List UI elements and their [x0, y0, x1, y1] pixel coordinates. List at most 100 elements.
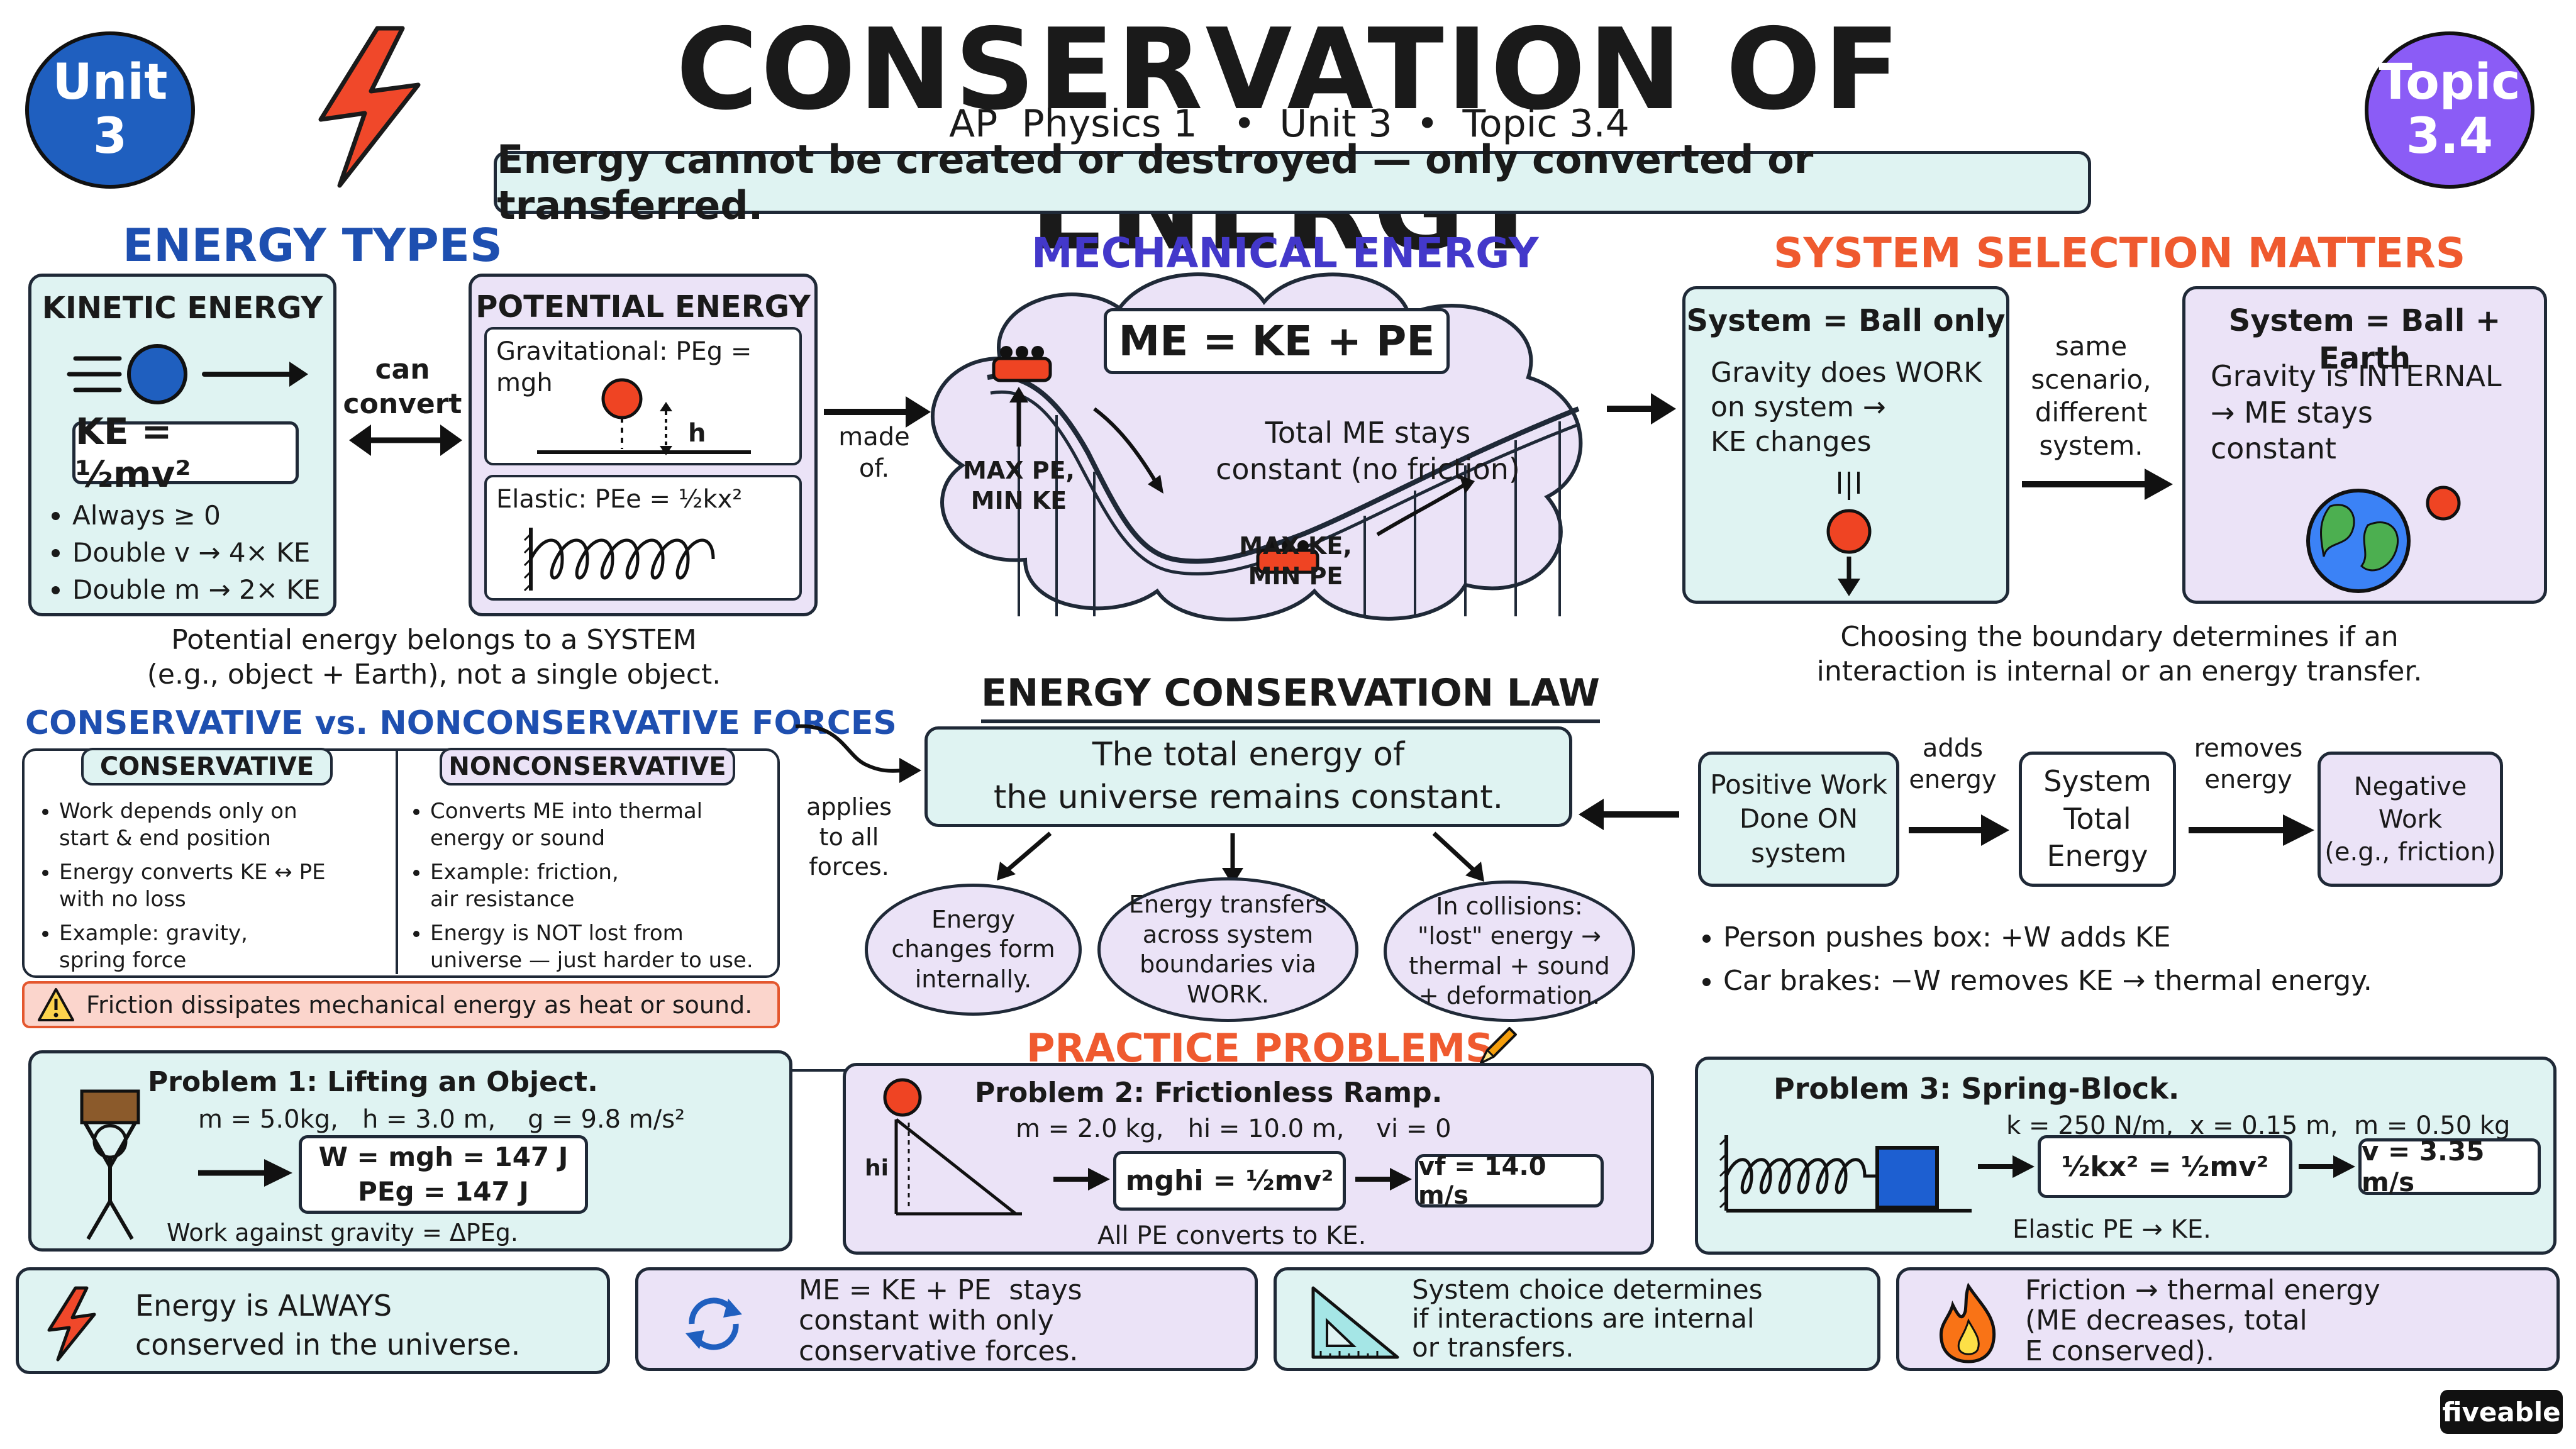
- problem-2-given: m = 2.0 kg, hi = 10.0 m, vi = 0: [1016, 1114, 1452, 1143]
- problem-1-given: m = 5.0kg, h = 3.0 m, g = 9.8 m/s²: [198, 1105, 686, 1134]
- mechanical-formula: ME = KE + PE: [1104, 308, 1450, 374]
- gravitational-panel: Gravitational: PEg = mgh h: [484, 327, 802, 465]
- kinetic-formula: KE = ½mv²: [72, 410, 299, 496]
- law-statement: The total energy of the universe remains…: [993, 736, 1504, 816]
- positive-work-text: Positive Work Done ON system: [1710, 769, 1887, 869]
- mechanical-heading: MECHANICAL ENERGY: [1031, 229, 1539, 277]
- max-ke-label: MAX KE, MIN PE: [1239, 532, 1352, 590]
- list-item: Example: friction, air resistance: [430, 859, 776, 913]
- system-heading: SYSTEM SELECTION MATTERS: [1774, 229, 2466, 277]
- cycle-arrows-icon: [686, 1297, 742, 1350]
- list-item: Car brakes: −W removes KE → thermal ener…: [1723, 965, 2372, 997]
- forces-divider: [396, 751, 398, 974]
- problem-3-arrow-a-icon: [1978, 1155, 2035, 1178]
- problem-3-equation: ½kx² = ½mv²: [2038, 1135, 2292, 1198]
- brand-logo: fiveable: [2440, 1390, 2563, 1434]
- negative-work-text: Negative Work (e.g., friction): [2324, 772, 2496, 867]
- forces-heading: CONSERVATIVE vs. NONCONSERVATIVE FORCES: [25, 704, 897, 742]
- work-examples: Person pushes box: +W adds KE Car brakes…: [1698, 921, 2372, 997]
- boundary-note: Choosing the boundary determines if an i…: [1816, 621, 2423, 687]
- unit-badge: Unit 3: [25, 31, 195, 189]
- system-total-box: System Total Energy: [2019, 752, 2176, 887]
- problem-2-result: vf = 14.0 m/s: [1415, 1152, 1604, 1210]
- to-system-arrow-icon: [1607, 393, 1676, 425]
- removes-energy-label: removes energy: [2194, 734, 2303, 794]
- moving-ball-icon: [67, 344, 308, 404]
- raised-ball-diagram: [537, 378, 751, 455]
- potential-title: POTENTIAL ENERGY: [475, 289, 811, 325]
- summary-text-me: ME = KE + PE stays constant with only co…: [799, 1274, 1082, 1367]
- oval-transfers-work: Energy transfers across system boundarie…: [1097, 877, 1358, 1022]
- forces-card: CONSERVATIVE NONCONSERVATIVE Work depend…: [22, 748, 780, 978]
- problem-1-result: W = mgh = 147 J PEg = 147 J: [299, 1135, 588, 1214]
- list-item: Example: gravity, spring force: [59, 920, 386, 974]
- pencil-icon: [1479, 1027, 1517, 1065]
- problem-2-note: All PE converts to KE.: [1097, 1221, 1367, 1250]
- brand-text: fiveable: [2442, 1396, 2561, 1428]
- adds-arrow-icon: [1909, 814, 2009, 846]
- max-pe-label: MAX PE, MIN KE: [963, 457, 1075, 514]
- double-arrow-icon: [349, 425, 462, 456]
- problem-2-equation: mghi = ½mv²: [1113, 1151, 1346, 1211]
- problem-3-title: Problem 3: Spring-Block.: [1774, 1072, 2180, 1106]
- summary-text-system: System choice determines if interactions…: [1412, 1274, 1763, 1363]
- gravitational-label: Gravitational: PEg = mgh: [496, 337, 752, 397]
- ball-only-title: System = Ball only: [1686, 303, 2006, 338]
- problem-3-result: v = 3.35 m/s: [2358, 1136, 2541, 1197]
- summary-card-me: ME = KE + PE stays constant with only co…: [635, 1267, 1258, 1371]
- energy-types-heading: ENERGY TYPES: [123, 219, 502, 272]
- list-item: Work depends only on start & end positio…: [59, 798, 386, 852]
- conservative-title: CONSERVATIVE: [81, 748, 333, 786]
- system-total-text: System Total Energy: [2043, 763, 2151, 874]
- ramp-diagram: [883, 1078, 1022, 1216]
- height-label: h: [688, 419, 706, 448]
- list-item: Person pushes box: +W adds KE: [1723, 921, 2372, 953]
- page-subtitle: AP Physics 1 • Unit 3 • Topic 3.4: [949, 102, 1629, 146]
- same-scenario-label: same scenario, different system.: [2031, 331, 2151, 461]
- list-item: Converts ME into thermal energy or sound: [430, 798, 776, 852]
- summary-card-conserved: Energy is ALWAYS conserved in the univer…: [16, 1267, 610, 1374]
- banner-text: Energy cannot be created or destroyed — …: [497, 136, 1814, 228]
- problem-3-card: Problem 3: Spring-Block. k = 250 N/m, x …: [1695, 1057, 2557, 1255]
- triangle-ruler-icon: [1311, 1286, 1399, 1359]
- ball-earth-title: System = Ball + Earth: [2228, 303, 2501, 376]
- elastic-label: Elastic: PEe = ½kx²: [496, 485, 743, 514]
- falling-ball-icon: [1826, 472, 1872, 596]
- me-constant-note: Total ME stays constant (no friction): [1216, 416, 1520, 486]
- friction-warning: Friction dissipates mechanical energy as…: [22, 981, 780, 1028]
- problem-2-arrow-a-icon: [1053, 1168, 1110, 1191]
- earth-icon: [2306, 486, 2461, 593]
- law-heading: ENERGY CONSERVATION LAW: [981, 670, 1600, 723]
- banner: Energy cannot be created or destroyed — …: [494, 136, 2091, 228]
- kinetic-bullets: Always ≥ 0 Double v → 4× KE Double m → 2…: [47, 500, 320, 611]
- summary-text-conserved: Energy is ALWAYS conserved in the univer…: [135, 1289, 521, 1362]
- potential-system-note: Potential energy belongs to a SYSTEM (e.…: [147, 624, 721, 691]
- ball-only-body: Gravity does WORK on system → KE changes: [1711, 357, 1982, 458]
- law-statement-box: The total energy of the universe remains…: [924, 726, 1572, 827]
- problem-3-note: Elastic PE → KE.: [2012, 1215, 2211, 1244]
- problem-1-title: Problem 1: Lifting an Object.: [148, 1066, 598, 1098]
- problem-2-card: Problem 2: Frictionless Ramp. m = 2.0 kg…: [843, 1063, 1654, 1255]
- list-item: Double v → 4× KE: [72, 537, 320, 568]
- list-item: Energy converts KE ↔ PE with no loss: [59, 859, 386, 913]
- warning-icon: [38, 988, 74, 1021]
- oval-changes-form: Energy changes form internally.: [865, 884, 1082, 1016]
- nonconservative-list: Converts ME into thermal energy or sound…: [405, 798, 776, 974]
- work-to-law-arrow-icon: [1579, 799, 1679, 830]
- potential-energy-card: POTENTIAL ENERGY Gravitational: PEg = mg…: [469, 274, 818, 616]
- can-convert-label: can convert: [343, 353, 462, 420]
- ramp-height-label: hi: [865, 1155, 889, 1181]
- ball-earth-body: Gravity is INTERNAL → ME stays constant: [2211, 359, 2502, 465]
- conservative-list: Work depends only on start & end positio…: [34, 798, 386, 974]
- problem-2-arrow-b-icon: [1355, 1168, 1412, 1191]
- summary-card-friction: Friction → thermal energy (ME decreases,…: [1896, 1267, 2560, 1371]
- summary-card-system: System choice determines if interactions…: [1274, 1267, 1880, 1371]
- lightning-icon: [47, 1286, 96, 1362]
- kinetic-energy-card: KINETIC ENERGY KE = ½mv² Always ≥ 0 Doub…: [28, 274, 336, 616]
- list-item: Always ≥ 0: [72, 500, 320, 531]
- stick-figure-lifting-icon: [80, 1089, 140, 1240]
- spring-block-diagram: [1719, 1135, 1972, 1213]
- negative-work-box: Negative Work (e.g., friction): [2318, 752, 2503, 887]
- made-of-arrow-icon: [824, 396, 931, 428]
- system-ball-earth-card: System = Ball + Earth Gravity is INTERNA…: [2182, 286, 2547, 604]
